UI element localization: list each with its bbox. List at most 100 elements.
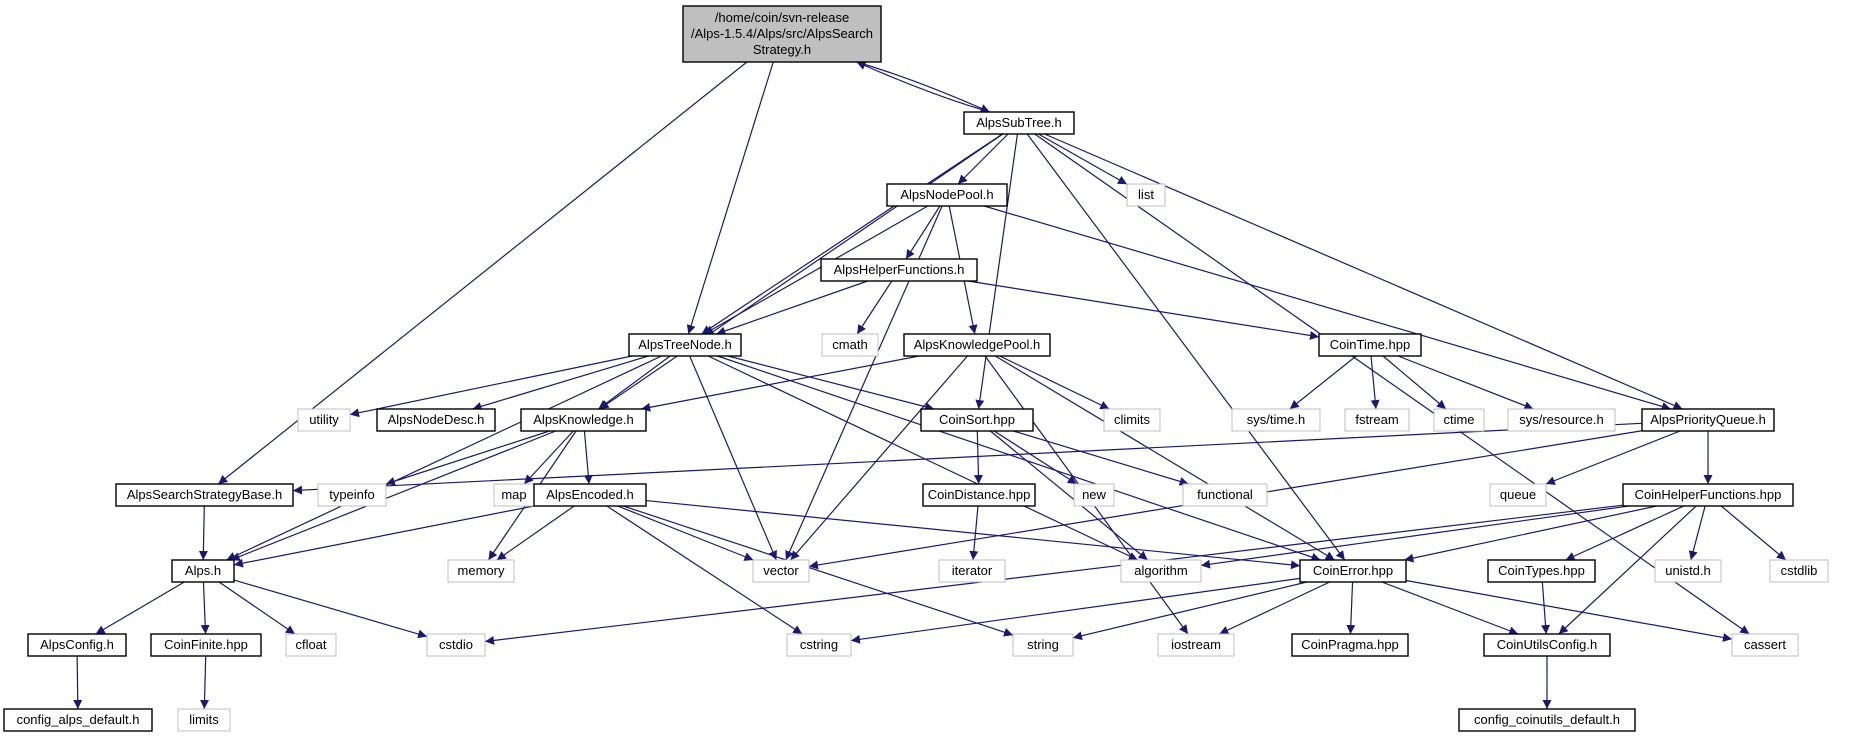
node-box (150, 633, 262, 657)
node-cstdlib: cstdlib (1769, 559, 1829, 583)
node-cfloat: cfloat (285, 633, 337, 657)
node-string: string (1012, 633, 1074, 657)
node-box (27, 633, 127, 657)
node-label: climits (1114, 412, 1151, 427)
edge-AlpsKnowledge_h-to-AlpsEncoded_h (583, 430, 593, 485)
edge-AlpsNodePool_h-to-AlpsHelperFunctions_h (905, 205, 941, 260)
node-AlpsNodePool_h[interactable]: AlpsNodePool.h (886, 183, 1008, 207)
node-box (1299, 559, 1407, 583)
node-AlpsKnowledge_h[interactable]: AlpsKnowledge.h (520, 408, 647, 432)
node-label: cstdio (439, 637, 473, 652)
node-CoinError_hpp[interactable]: CoinError.hpp (1299, 559, 1407, 583)
node-CoinFinite_hpp[interactable]: CoinFinite.hpp (150, 633, 262, 657)
node-label: Strategy.h (753, 42, 811, 57)
node-label: sys/resource.h (1519, 412, 1604, 427)
node-vector: vector (752, 559, 810, 583)
node-CoinTypes_hpp[interactable]: CoinTypes.hpp (1487, 559, 1596, 583)
node-box (317, 483, 387, 507)
edge-AlpsSubTree_h-to-CoinError_hpp (1026, 133, 1346, 561)
edge-AlpsTreeNode_h-to-AlpsNodeDesc_h (472, 355, 649, 411)
edge-AlpsNodePool_h-to-AlpsPriorityQueue_h (984, 205, 1671, 411)
edge-AlpsPriorityQueue_h-to-queue (1545, 430, 1681, 485)
node-label: cstring (800, 637, 838, 652)
node-root[interactable]: /home/coin/svn-release/Alps-1.5.4/Alps/s… (682, 5, 882, 63)
node-box (447, 559, 515, 583)
edge-CoinHelperFunctions_hpp-to-cstdlib (1720, 505, 1787, 561)
node-label: functional (1197, 487, 1253, 502)
edge-AlpsTreeNode_h-to-Alps_h (226, 355, 662, 561)
edge-CoinFinite_hpp-to-limits (200, 655, 210, 710)
node-box (1641, 408, 1775, 432)
edge-AlpsSubTree_h-to-AlpsKnowledge_h (599, 133, 1004, 410)
node-label: AlpsKnowledgePool.h (914, 337, 1040, 352)
node-AlpsSubTree_h[interactable]: AlpsSubTree.h (963, 111, 1075, 135)
edge-AlpsTreeNode_h-to-vector (689, 355, 777, 561)
edge-root-to-AlpsSubTree_h (856, 61, 990, 113)
node-label: cassert (1744, 637, 1786, 652)
node-box (938, 559, 1006, 583)
node-cstring: cstring (786, 633, 852, 657)
node-label: AlpsSubTree.h (976, 115, 1062, 130)
node-label: vector (763, 563, 799, 578)
node-ctime: ctime (1433, 408, 1485, 432)
node-box (1487, 559, 1596, 583)
node-Alps_h[interactable]: Alps.h (171, 559, 235, 583)
edge-CoinSort_hpp-to-CoinDistance_hpp (973, 430, 983, 485)
edge-AlpsKnowledge_h-to-typeinfo (385, 430, 550, 486)
node-CoinUtilsConfig_h[interactable]: CoinUtilsConfig.h (1483, 633, 1611, 657)
edge-Alps_h-to-cfloat (218, 581, 296, 635)
node-memory: memory (447, 559, 515, 583)
node-box (1157, 633, 1235, 657)
node-CoinPragma_hpp[interactable]: CoinPragma.hpp (1291, 633, 1409, 657)
node-label: iterator (952, 563, 993, 578)
node-label: AlpsNodeDesc.h (388, 412, 485, 427)
edge-CoinHelperFunctions_hpp-to-CoinUtilsConfig_h (1558, 505, 1697, 635)
node-label: cmath (832, 337, 867, 352)
node-CoinSort_hpp[interactable]: CoinSort.hpp (920, 408, 1034, 432)
node-AlpsEncoded_h[interactable]: AlpsEncoded.h (533, 483, 647, 507)
node-box (297, 408, 351, 432)
edge-AlpsPriorityQueue_h-to-AlpsSearchStrategyBase_h (292, 422, 1643, 495)
node-label: CoinHelperFunctions.hpp (1635, 487, 1782, 502)
node-box (1458, 708, 1636, 732)
edge-CoinHelperFunctions_hpp-to-cstdio (484, 504, 1624, 645)
node-box (1731, 633, 1799, 657)
node-label: CoinUtilsConfig.h (1497, 637, 1597, 652)
node-config_coinutils_default_h[interactable]: config_coinutils_default.h (1458, 708, 1636, 732)
node-label: CoinFinite.hpp (164, 637, 248, 652)
node-AlpsPriorityQueue_h[interactable]: AlpsPriorityQueue.h (1641, 408, 1775, 432)
node-AlpsHelperFunctions_h[interactable]: AlpsHelperFunctions.h (820, 258, 978, 282)
edge-AlpsSubTree_h-to-AlpsNodePool_h (957, 133, 1009, 185)
edge-AlpsKnowledgePool_h-to-CoinError_hpp (994, 355, 1336, 561)
edge-AlpsEncoded_h-to-cstring (606, 505, 803, 635)
node-CoinHelperFunctions_hpp[interactable]: CoinHelperFunctions.hpp (1622, 483, 1794, 507)
node-CoinDistance_hpp[interactable]: CoinDistance.hpp (922, 483, 1036, 507)
node-list: list (1126, 183, 1166, 207)
edge-AlpsKnowledge_h-to-map (523, 430, 574, 485)
node-CoinTime_hpp[interactable]: CoinTime.hpp (1318, 333, 1422, 357)
node-box (1483, 633, 1611, 657)
node-config_alps_default_h[interactable]: config_alps_default.h (3, 708, 153, 732)
node-AlpsKnowledgePool_h[interactable]: AlpsKnowledgePool.h (903, 333, 1051, 357)
edge-AlpsEncoded_h-to-Alps_h (233, 505, 535, 568)
node-queue: queue (1489, 483, 1547, 507)
node-box (520, 408, 647, 432)
node-label: CoinDistance.hpp (928, 487, 1031, 502)
node-box (752, 559, 810, 583)
edge-CoinTime_hpp-to-fstream (1370, 355, 1380, 410)
node-box (1182, 483, 1268, 507)
node-AlpsConfig_h[interactable]: AlpsConfig.h (27, 633, 127, 657)
edge-AlpsTreeNode_h-to-CoinError_hpp (717, 355, 1321, 562)
node-new: new (1073, 483, 1115, 507)
node-sys_resource_h: sys/resource.h (1507, 408, 1616, 432)
node-AlpsSearchStrategyBase_h[interactable]: AlpsSearchStrategyBase.h (115, 483, 294, 507)
edge-root-to-AlpsTreeNode_h (686, 61, 774, 335)
node-label: cstdlib (1781, 563, 1818, 578)
node-AlpsNodeDesc_h[interactable]: AlpsNodeDesc.h (376, 408, 496, 432)
edge-CoinError_hpp-to-iostream (1219, 581, 1330, 635)
node-box (886, 183, 1008, 207)
node-box (177, 708, 231, 732)
node-AlpsTreeNode_h[interactable]: AlpsTreeNode.h (628, 333, 742, 357)
edge-AlpsNodePool_h-to-vector (785, 205, 943, 561)
